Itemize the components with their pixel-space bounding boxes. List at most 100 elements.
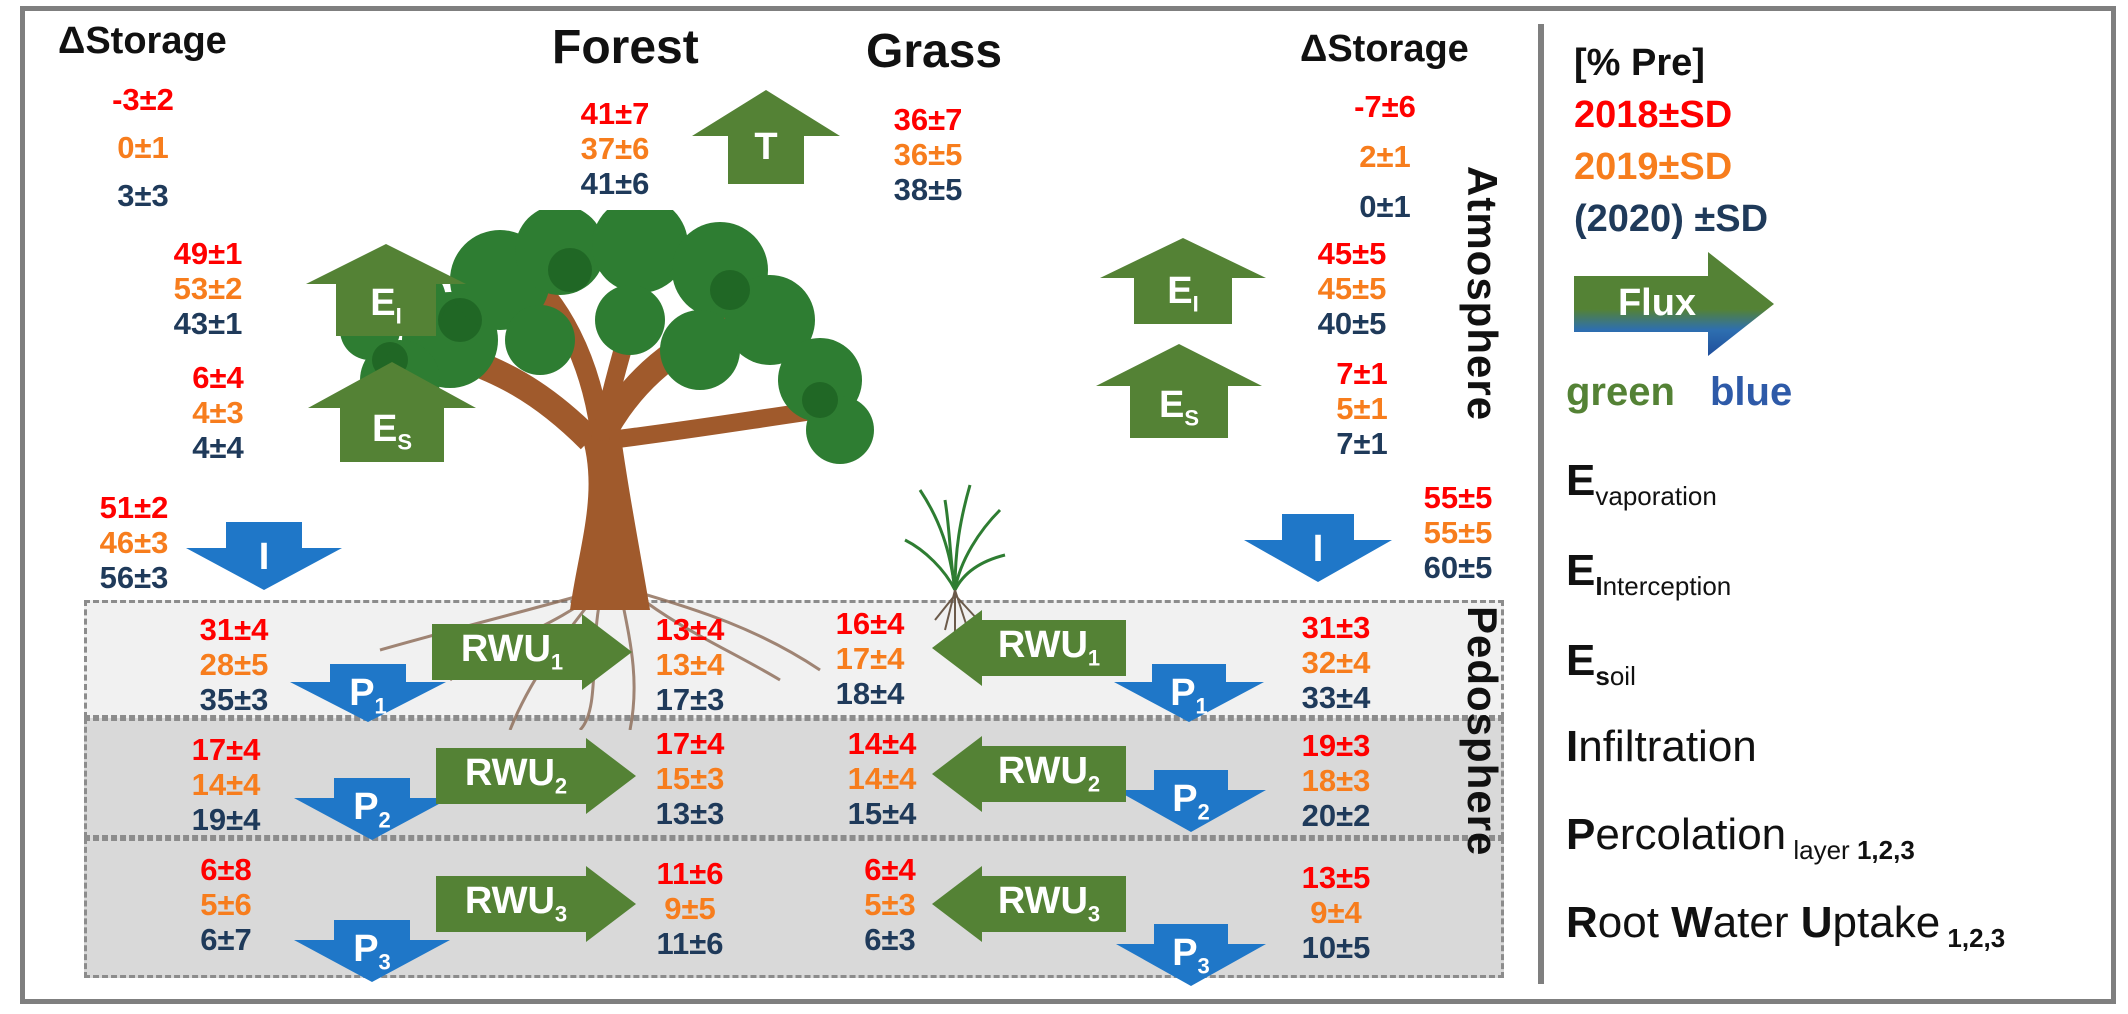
- value-2020: 17±3: [655, 682, 725, 717]
- p2-forest-values: 17±4 14±4 19±4: [192, 732, 261, 837]
- value-2019: 55±5: [1423, 515, 1493, 550]
- legend-root-water-uptake: Root Water Uptake 1,2,3: [1566, 898, 2006, 953]
- rwu2-grass-label: RWU2: [997, 750, 1101, 797]
- p2-grass-values: 19±3 18±3 20±2: [1302, 728, 1371, 833]
- value-2018: 6±4: [864, 852, 916, 887]
- rwu3-forest-label: RWU3: [464, 880, 568, 927]
- value-2019: 9±4: [1310, 895, 1362, 930]
- legend-flux-label: Flux: [1617, 282, 1697, 324]
- value-2020: 43±1: [173, 306, 243, 341]
- value-2018: 41±7: [580, 96, 650, 131]
- value-2019: 37±6: [580, 131, 650, 166]
- soil-layer-1: [84, 600, 1504, 718]
- legend-interception: EInterception: [1566, 546, 1732, 601]
- p1-forest-arrow: P1: [290, 664, 446, 722]
- legend-blue: blue: [1710, 370, 1793, 414]
- p1-grass-values: 31±3 32±4 33±4: [1302, 610, 1371, 715]
- rwu1-forest-label: RWU1: [460, 628, 564, 675]
- i-grass-values: 55±5 55±5 60±5: [1424, 480, 1493, 585]
- value-2020: 7±1: [1336, 426, 1388, 461]
- p1-grass-label: P1: [1170, 672, 1208, 719]
- ei-forest-label: EI: [370, 282, 402, 329]
- legend-percolation: Percolation layer 1,2,3: [1566, 810, 1915, 865]
- t-forest-values: 41±7 37±6 41±6: [581, 96, 650, 201]
- value-2019: 4±3: [192, 395, 244, 430]
- value-2018: 45±5: [1317, 236, 1387, 271]
- i-grass-arrow: I: [1244, 514, 1392, 582]
- i-forest-label: I: [258, 536, 270, 578]
- ei-forest-arrow: EI: [306, 244, 466, 336]
- legend-evaporation: Evaporation: [1566, 456, 1717, 511]
- value-2018: 49±1: [173, 236, 243, 271]
- p3-forest-values: 6±8 5±6 6±7: [200, 852, 252, 957]
- atmosphere-label: Atmosphere: [1459, 166, 1506, 422]
- rwu1-forest-arrow: RWU1: [432, 614, 632, 690]
- ei-grass-arrow: EI: [1100, 238, 1266, 324]
- t-arrow: T: [692, 90, 840, 184]
- value-2020: 60±5: [1423, 550, 1493, 585]
- value-2019: 2±1: [1359, 139, 1411, 174]
- value-2018: 51±2: [99, 490, 169, 525]
- legend-2020: (2020) ±SD: [1574, 198, 1769, 240]
- legend-unit: [% Pre]: [1574, 42, 1705, 84]
- rwu3-grass-arrow: RWU3: [932, 866, 1126, 942]
- value-2020: 6±7: [200, 922, 252, 957]
- value-2019: 14±4: [191, 767, 261, 802]
- value-2018: 14±4: [847, 726, 917, 761]
- value-2018: -7±6: [1354, 89, 1416, 124]
- p3-forest-label: P3: [353, 928, 391, 975]
- value-2019: 32±4: [1301, 645, 1371, 680]
- rwu1-grass-values: 16±4 17±4 18±4: [836, 606, 905, 711]
- rwu2-forest-values: 17±4 15±3 13±3: [656, 726, 725, 831]
- t-arrow-label: T: [754, 126, 778, 168]
- legend-infiltration: Infiltration: [1566, 722, 1757, 771]
- value-2020: 3±3: [117, 178, 169, 213]
- legend-green: green: [1566, 370, 1675, 414]
- value-2019: 5±1: [1336, 391, 1388, 426]
- p3-forest-arrow: P3: [294, 920, 450, 982]
- p2-forest-label: P2: [353, 786, 391, 833]
- value-2020: 0±1: [1359, 189, 1411, 224]
- p1-forest-values: 31±4 28±5 35±3: [200, 612, 269, 717]
- rwu3-forest-values: 11±6 9±5 11±6: [656, 856, 723, 961]
- value-2018: 36±7: [893, 102, 963, 137]
- legend-esoil: Esoil: [1566, 636, 1636, 691]
- storage-right-header: ΔStorage: [1300, 28, 1469, 70]
- soil-layer-2: [84, 718, 1504, 838]
- t-grass-values: 36±7 36±5 38±5: [894, 102, 963, 207]
- storage-left-values: -3±2 0±1 3±3: [112, 76, 174, 220]
- value-2018: -3±2: [112, 82, 174, 117]
- value-2020: 56±3: [99, 560, 169, 595]
- value-2020: 4±4: [192, 430, 244, 465]
- value-2019: 5±6: [200, 887, 252, 922]
- es-forest-arrow: ES: [308, 362, 476, 462]
- value-2018: 11±6: [656, 856, 724, 891]
- es-forest-label: ES: [371, 408, 413, 455]
- grass-header: Grass: [866, 25, 1003, 78]
- rwu1-grass-label: RWU1: [997, 624, 1101, 671]
- value-2019: 45±5: [1317, 271, 1387, 306]
- ei-grass-values: 45±5 45±5 40±5: [1318, 236, 1387, 341]
- value-2019: 15±3: [655, 761, 725, 796]
- storage-left-header: ΔStorage: [58, 20, 227, 62]
- value-2020: 40±5: [1317, 306, 1387, 341]
- tree-trunk: [570, 430, 650, 610]
- value-2020: 38±5: [893, 172, 963, 207]
- rwu1-grass-arrow: RWU1: [932, 610, 1126, 686]
- value-2018: 17±4: [655, 726, 725, 761]
- i-grass-label: I: [1312, 528, 1324, 570]
- rwu2-grass-arrow: RWU2: [932, 736, 1126, 812]
- value-2019: 13±4: [655, 647, 725, 682]
- value-2019: 46±3: [99, 525, 169, 560]
- storage-right-values: -7±6 2±1 0±1: [1354, 82, 1416, 232]
- p3-grass-values: 13±5 9±4 10±5: [1302, 860, 1371, 965]
- rwu2-forest-label: RWU2: [464, 752, 568, 799]
- p2-grass-label: P2: [1172, 778, 1210, 825]
- value-2020: 35±3: [199, 682, 269, 717]
- p3-grass-label: P3: [1172, 932, 1210, 979]
- value-2019: 5±3: [864, 887, 916, 922]
- value-2020: 41±6: [580, 166, 650, 201]
- value-2019: 36±5: [893, 137, 963, 172]
- value-2018: 6±8: [200, 852, 252, 887]
- es-grass-arrow: ES: [1096, 344, 1262, 438]
